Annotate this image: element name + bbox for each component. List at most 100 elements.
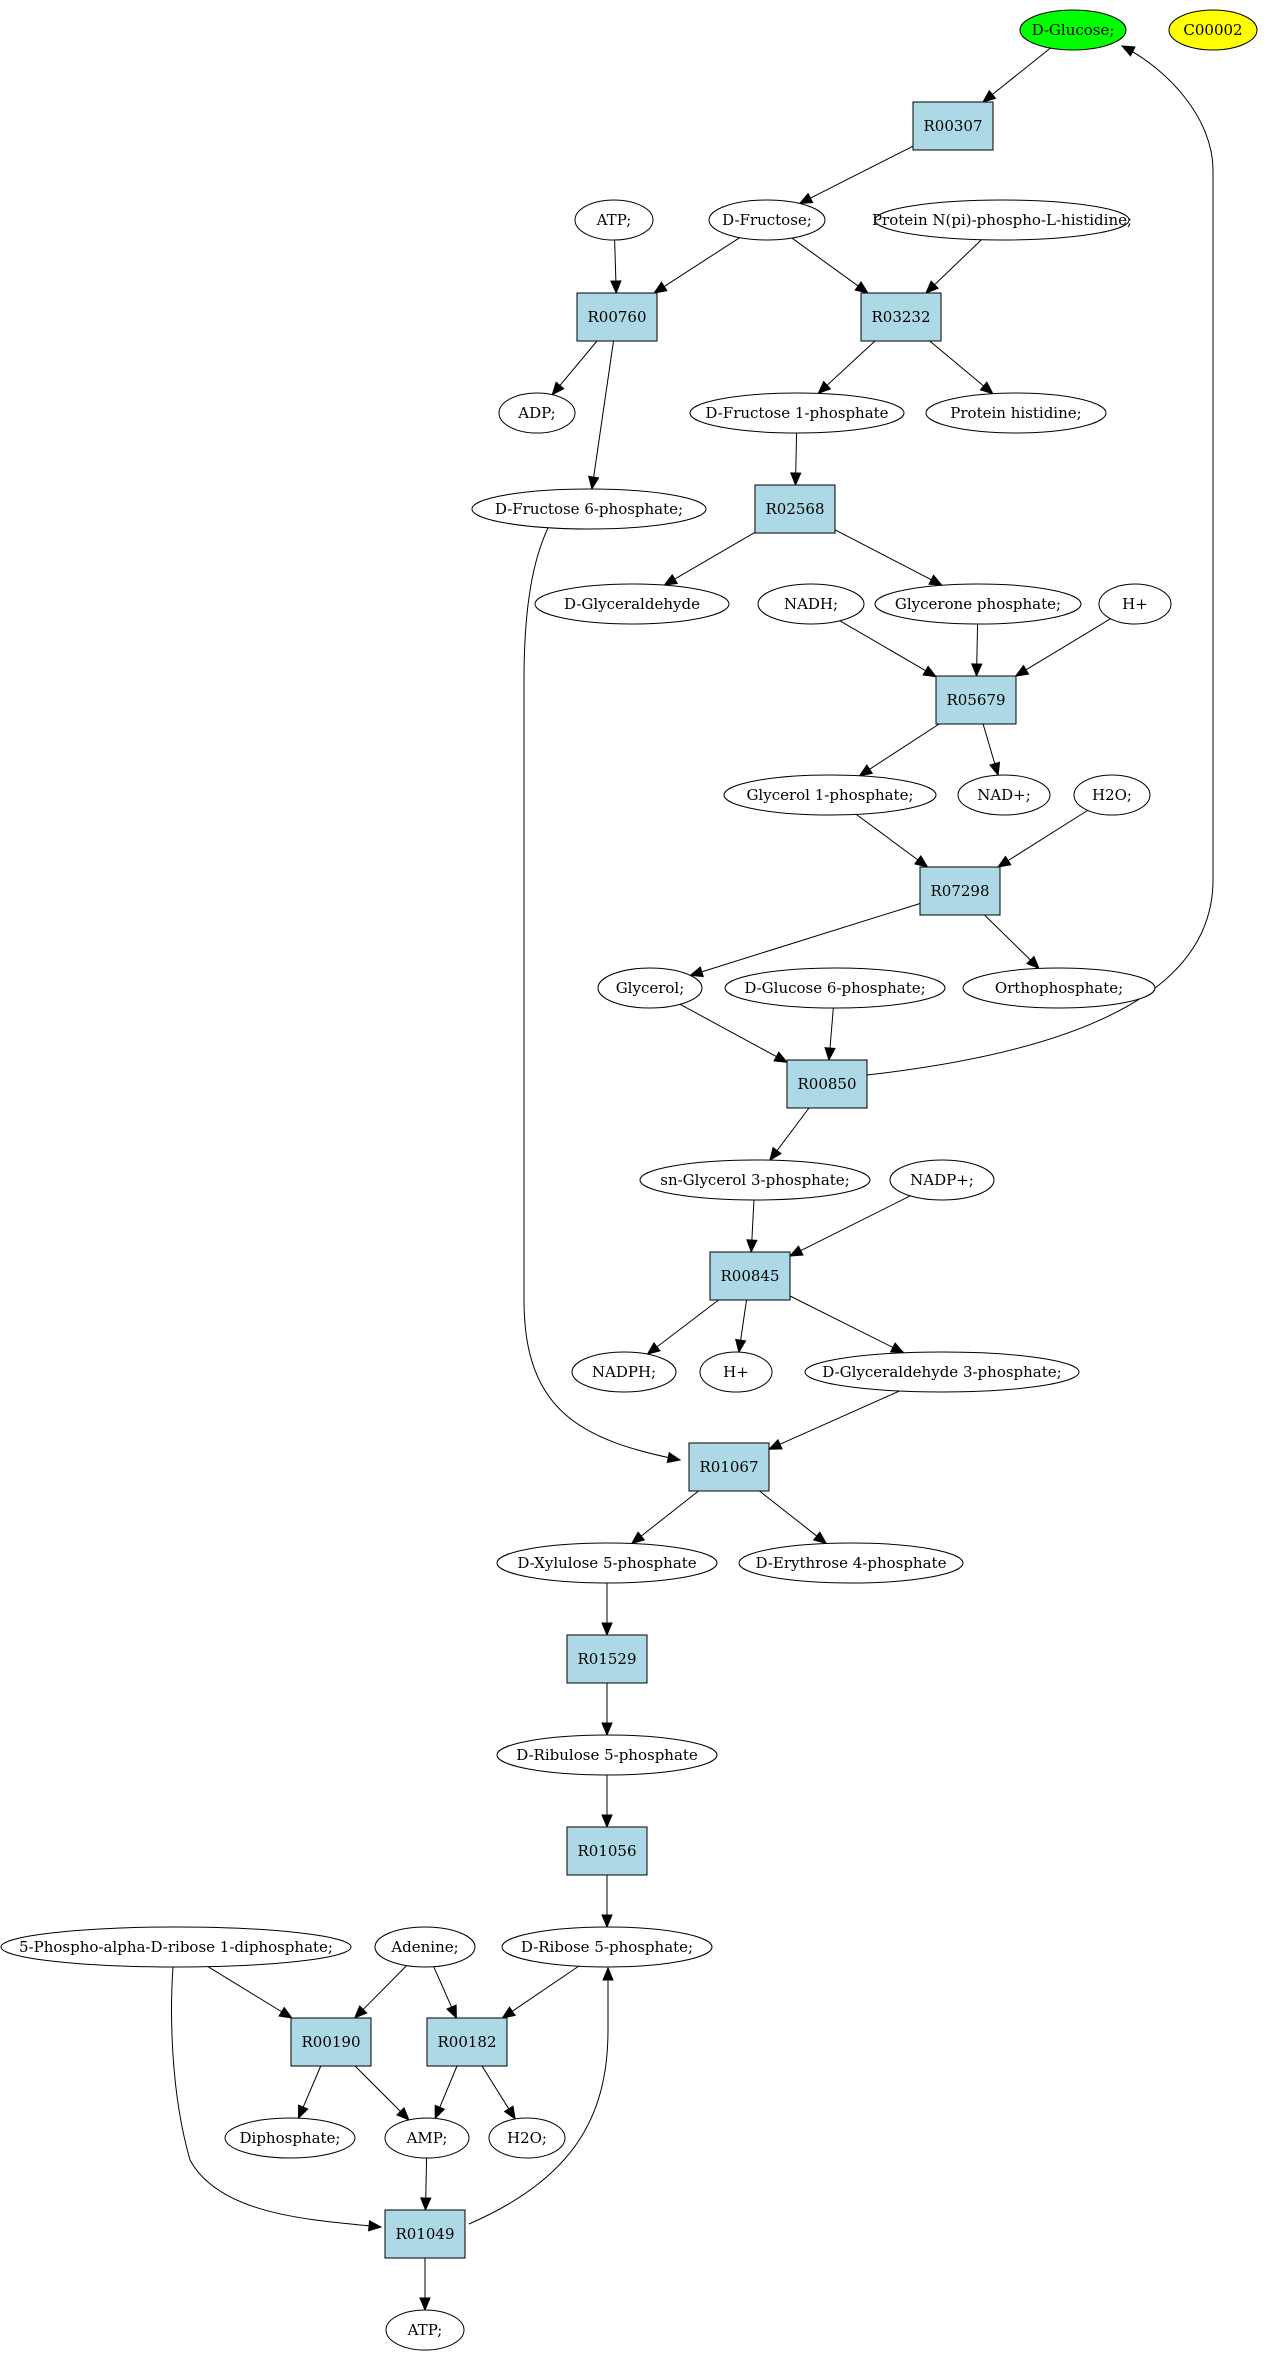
compound-label: Protein histidine; [950,404,1081,422]
edge-fructose6p-to-R01067 [523,490,681,1461]
compound-label: sn-Glycerol 3-phosphate; [660,1171,850,1189]
edge-nadh-to-R05679-arrowhead [922,665,938,678]
compound-ellipse [597,967,703,1009]
compound-label: H+ [1122,595,1148,613]
compound-node-hplus1: H+ [1098,583,1172,625]
compound-node-nadplus: NAD+; [957,774,1051,816]
reaction-label: R00182 [437,2033,496,2051]
compound-ellipse [1073,774,1151,816]
compound-label: D-Fructose; [722,211,812,229]
reaction-box [576,292,658,342]
edge-atp1-to-R00760 [614,239,617,283]
edge-prpp-to-R01049 [171,1966,382,2228]
reaction-label: R01056 [577,1842,636,1860]
reaction-node-R00845: R00845 [709,1251,791,1301]
reaction-node-R07298: R07298 [919,866,1001,916]
edge-R02568-to-glycerone_p [834,529,933,581]
edge-R00760-to-fructose6p-arrowhead [588,475,600,491]
edge-snglycerol3p-to-R00845-arrowhead [746,1239,758,1254]
edge-R01067-to-xylulose5p [640,1490,699,1538]
edge-R02568-to-glyceraldehyde-arrowhead [663,573,679,586]
reaction-box [919,866,1001,916]
edge-glucose6p-to-R00850-arrowhead [824,1047,836,1062]
reaction-node-R01049: R01049 [384,2209,466,2259]
edge-R05679-to-glycerol1p-arrowhead [858,764,874,777]
compound-node-atp2: ATP; [385,2309,465,2351]
edge-prpp-to-R00190-arrowhead [278,2006,293,2019]
compound-ellipse [957,774,1051,816]
edge-nadpplus-to-R00845-arrowhead [788,1245,804,1257]
compound-ellipse [374,1926,476,1968]
compound-node-prpp: 5-Phospho-alpha-D-ribose 1-diphosphate; [0,1926,352,1968]
edge-R00845-to-hplus2 [739,1299,747,1342]
compound-label: D-Fructose 6-phosphate; [495,500,683,518]
edge-glycerol1p-to-R07298 [855,813,919,861]
compound-label: ATP; [596,211,632,229]
compound-ellipse [1168,9,1258,51]
reaction-box [786,1059,868,1109]
edge-glycerone_p-to-R05679-arrowhead [971,663,983,678]
edge-h2o1-to-R07298 [1007,809,1088,862]
compound-ellipse [1019,9,1127,51]
compound-label: Glycerol 1-phosphate; [746,786,913,804]
edge-prpp-to-R00190 [207,1966,283,2013]
compound-label: Protein N(pi)-phospho-L-histidine; [872,211,1132,229]
compound-label: D-Glyceraldehyde 3-phosphate; [822,1363,1061,1381]
edge-R07298-to-glycerol [700,903,921,973]
compound-node-ribulose5p: D-Ribulose 5-phosphate [496,1734,718,1776]
reaction-label: R02568 [765,500,824,518]
reaction-node-R00760: R00760 [576,292,658,342]
edge-glycerol-to-R00850-arrowhead [773,1051,789,1063]
compound-node-glyceraldehyde: D-Glyceraldehyde [534,583,730,625]
compound-label: D-Glyceraldehyde [564,595,700,613]
compound-ellipse [571,1351,677,1393]
edge-R01049-to-ribose5p [468,1968,609,2225]
compound-node-orthophosphate: Orthophosphate; [962,967,1156,1009]
compound-node-glycerol1p: Glycerol 1-phosphate; [723,774,937,816]
edge-R00845-to-gap [789,1295,894,1349]
edge-R00182-to-h2o2 [481,2065,510,2110]
edge-R07298-to-glycerol-arrowhead [689,966,704,978]
edge-R00850-to-snglycerol3p-arrowhead [769,1146,782,1162]
edge-fructose1p-to-R02568-arrowhead [790,472,802,487]
edge-glucose6p-to-R00850 [829,1007,834,1050]
reaction-box [566,1826,648,1876]
reaction-node-R00190: R00190 [290,2017,372,2067]
edge-R01056-to-ribose5p-arrowhead [601,1914,613,1929]
reaction-label: R00307 [923,117,982,135]
compound-label: H2O; [507,2129,547,2147]
edge-hplus1-to-R05679-arrowhead [1014,664,1030,677]
edge-ribose5p-to-R00182-arrowhead [501,2006,516,2019]
reaction-box [566,1634,648,1684]
edge-R05679-to-nadplus [982,723,996,765]
edge-R00845-to-nadph-arrowhead [646,1341,661,1355]
compound-ellipse [0,1926,352,1968]
compound-ellipse [708,199,826,241]
edge-R00182-to-amp [438,2065,458,2109]
edge-fructose-to-R00760-arrowhead [653,281,668,294]
compound-label: NADH; [784,595,838,613]
edge-glucose-to-R00307-arrowhead [981,89,997,103]
compound-node-glucose: D-Glucose; [1019,9,1127,51]
compound-ellipse [689,392,905,434]
edge-glucose-to-R00307 [991,47,1051,96]
reaction-label: R07298 [930,882,989,900]
reaction-node-R00850: R00850 [786,1059,868,1109]
compound-node-fructose: D-Fructose; [708,199,826,241]
compound-ellipse [501,1926,713,1968]
edge-layer [171,45,1214,2312]
edge-R00845-to-gap-arrowhead [889,1342,905,1354]
edge-R03232-to-fructose1p-arrowhead [817,380,832,395]
edge-nadh-to-R05679 [839,620,927,672]
edge-gap-to-R01067-arrowhead [767,1438,783,1450]
edge-R00190-to-amp-arrowhead [396,2107,410,2121]
edge-R00307-to-fructose [809,145,914,199]
edge-R05679-to-glycerol1p [868,723,940,771]
edge-R00190-to-amp [354,2065,402,2113]
compound-ellipse [889,1159,995,1201]
edge-R01067-to-xylulose5p-arrowhead [630,1531,646,1545]
reaction-box [709,1251,791,1301]
reaction-node-R01067: R01067 [688,1442,770,1492]
edge-R00190-to-diphosphate-arrowhead [297,2104,309,2120]
compound-ellipse [471,488,707,530]
